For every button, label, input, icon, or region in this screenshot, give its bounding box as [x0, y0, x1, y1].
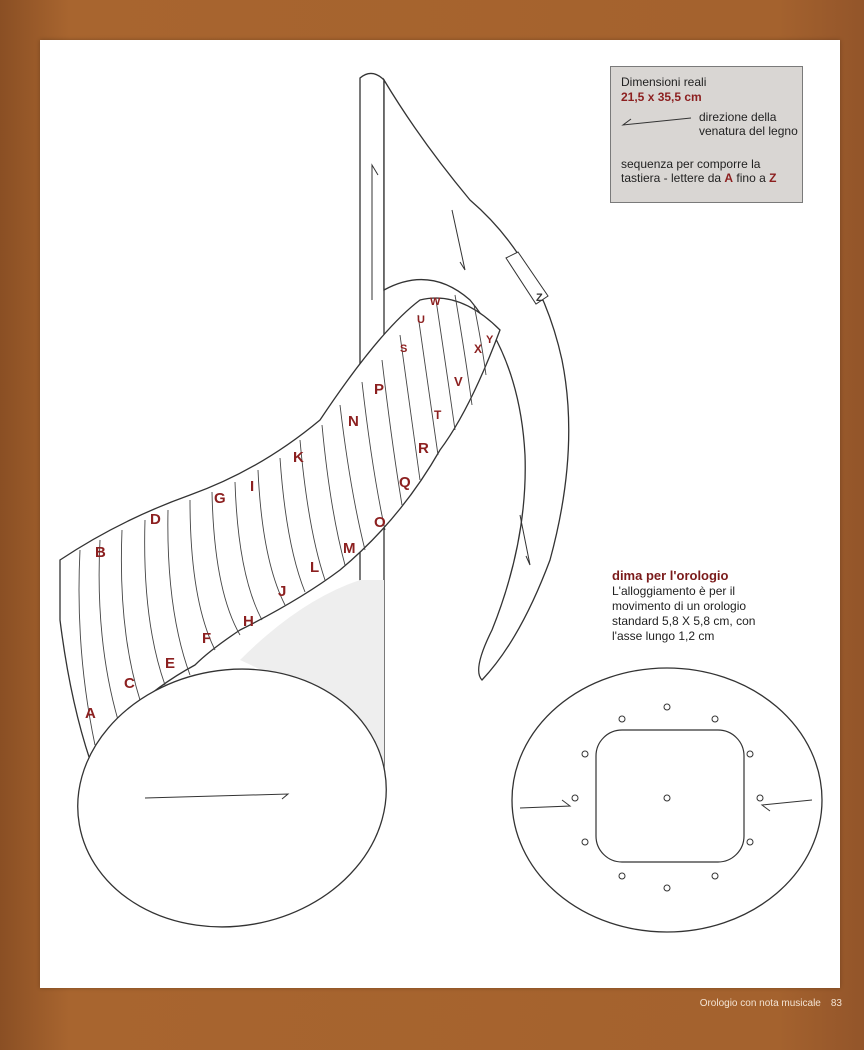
footer-caption: Orologio con nota musicale	[699, 998, 821, 1009]
letter-T: T	[434, 408, 442, 422]
sequence-to-letter: Z	[769, 171, 777, 185]
letter-O: O	[374, 514, 386, 531]
letter-A: A	[85, 705, 96, 722]
letter-M: M	[343, 540, 356, 557]
letter-R: R	[418, 440, 429, 457]
letter-H: H	[243, 613, 254, 630]
clock-movement-recess	[595, 729, 745, 863]
letter-C: C	[124, 675, 135, 692]
piece-z	[505, 251, 549, 305]
dimensions-value: 21,5 x 35,5 cm	[621, 90, 702, 104]
letter-Z: Z	[536, 292, 543, 304]
grain-direction-label: direzione della venatura del legno	[699, 110, 798, 138]
grain-direction-arrow-icon	[621, 117, 692, 126]
letter-J: J	[278, 583, 286, 600]
grain-arrow	[144, 793, 290, 800]
letter-F: F	[202, 630, 211, 647]
keyboard-keys	[78, 294, 487, 746]
letter-Q: Q	[399, 474, 411, 491]
letter-L: L	[310, 559, 319, 576]
letter-U: U	[417, 314, 425, 326]
letter-S: S	[400, 343, 407, 355]
letter-X: X	[474, 342, 482, 356]
clock-template-description: L'alloggiamento è per il movimento di un…	[612, 584, 756, 643]
clock-template-drawing	[511, 667, 823, 933]
note-head	[77, 668, 387, 928]
sequence-note: sequenza per comporre la tastiera - lett…	[621, 157, 799, 185]
letter-I: I	[250, 478, 254, 495]
letter-V: V	[454, 374, 463, 389]
page-number: 83	[830, 998, 842, 1009]
sequence-prefix: sequenza per comporre la tastiera - lett…	[621, 157, 761, 185]
keyboard-letter-labels: A B C D E F G H I J K L M N O P Q R S T …	[85, 292, 543, 722]
sequence-middle: fino a	[733, 171, 770, 185]
letter-N: N	[348, 413, 359, 430]
letter-W: W	[430, 296, 441, 308]
sequence-from-letter: A	[724, 171, 734, 185]
letter-G: G	[214, 490, 226, 507]
letter-K: K	[293, 449, 304, 466]
letter-P: P	[374, 381, 384, 398]
letter-D: D	[150, 511, 161, 528]
letter-E: E	[165, 655, 175, 672]
letter-Y: Y	[486, 334, 494, 346]
clock-template-title: dima per l'orologio	[612, 568, 729, 583]
grain-arrow	[519, 514, 531, 566]
grain-arrow	[371, 163, 379, 300]
dimensions-label: Dimensioni reali	[621, 75, 707, 89]
page-footer: Orologio con nota musicale 83	[700, 998, 842, 1009]
letter-B: B	[95, 544, 106, 561]
dimensions-info-box: Dimensioni reali 21,5 x 35,5 cm direzion…	[610, 66, 803, 203]
screw-holes	[571, 703, 764, 892]
grain-arrow	[451, 209, 466, 271]
